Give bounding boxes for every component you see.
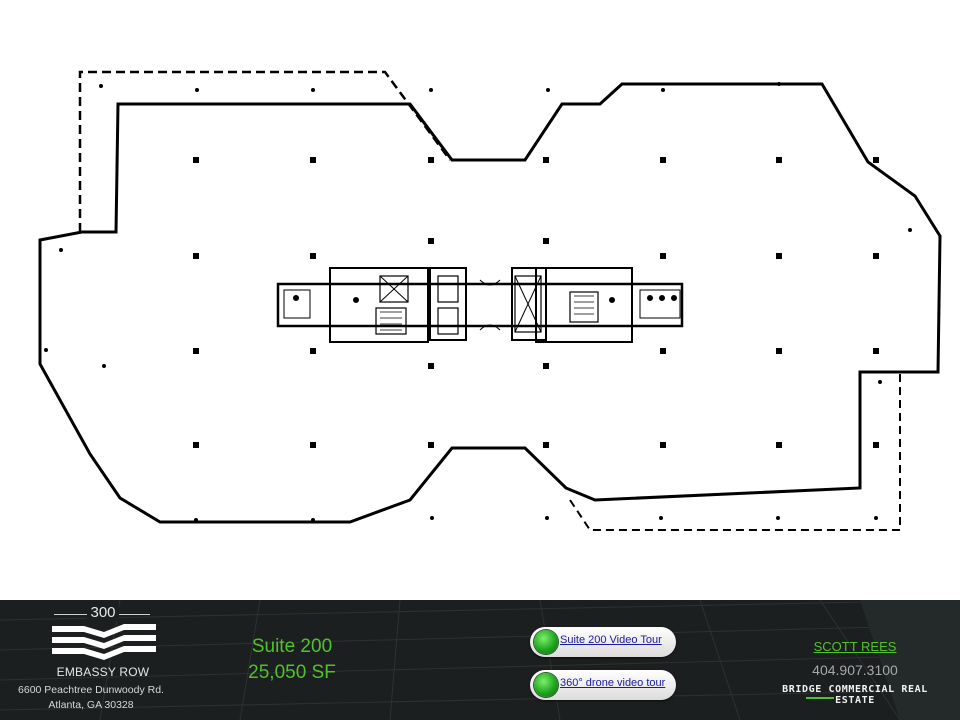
wave-stripes-logo-icon: [52, 624, 156, 660]
floor-plan-core: [276, 267, 684, 343]
column-marker-small: [195, 88, 199, 92]
column-marker-small: [102, 364, 106, 368]
column-marker: [776, 157, 782, 163]
column-marker: [310, 442, 316, 448]
column-marker-small: [659, 516, 663, 520]
video-tour-button[interactable]: Suite 200 Video Tour: [530, 627, 676, 657]
column-marker: [873, 157, 879, 163]
column-marker-small: [194, 518, 198, 522]
column-marker: [428, 442, 434, 448]
column-marker: [193, 157, 199, 163]
column-marker: [873, 442, 879, 448]
column-marker-small: [430, 516, 434, 520]
column-marker-small: [874, 516, 878, 520]
column-marker: [310, 157, 316, 163]
company-accent-line: [806, 697, 834, 699]
column-marker: [873, 348, 879, 354]
column-marker: [428, 157, 434, 163]
floor-plan-drawing: [38, 70, 942, 531]
contact-phone: 404.907.3100: [812, 662, 898, 678]
floor-plan-dashed-boundary-lower: [569, 372, 901, 531]
column-marker: [310, 348, 316, 354]
column-marker: [776, 253, 782, 259]
suite-info: Suite 200 25,050 SF: [222, 634, 362, 686]
drone-tour-link[interactable]: 360° drone video tour: [560, 677, 666, 689]
building-name: EMBASSY ROW: [56, 665, 150, 679]
column-marker-small: [311, 518, 315, 522]
column-marker: [660, 442, 666, 448]
column-marker-small: [546, 88, 550, 92]
floor-plan-dashed-boundary: [78, 70, 452, 232]
column-marker-small: [44, 348, 48, 352]
floor-plan-outline: [38, 82, 942, 524]
column-marker-small: [99, 84, 103, 88]
column-marker: [543, 363, 549, 369]
green-orb-icon: [534, 673, 558, 697]
green-orb-icon: [534, 630, 558, 654]
column-marker: [873, 253, 879, 259]
column-marker: [543, 238, 549, 244]
column-marker-small: [777, 82, 781, 86]
column-marker: [193, 348, 199, 354]
column-marker: [543, 157, 549, 163]
column-marker-small: [59, 248, 63, 252]
column-marker: [543, 442, 549, 448]
address-line-2: Atlanta, GA 30328: [48, 699, 134, 711]
column-marker: [660, 348, 666, 354]
column-marker-small: [545, 516, 549, 520]
column-marker: [776, 348, 782, 354]
column-marker: [428, 238, 434, 244]
column-marker-small: [878, 380, 882, 384]
company-name: BRIDGE COMMERCIAL REAL ESTATE: [782, 684, 928, 706]
building-logo: 300 EMBASSY ROW: [28, 604, 178, 716]
column-marker: [428, 363, 434, 369]
column-marker: [193, 442, 199, 448]
logo-number: 300: [28, 604, 178, 621]
column-marker: [660, 157, 666, 163]
video-tour-link[interactable]: Suite 200 Video Tour: [560, 634, 662, 646]
column-marker-small: [908, 228, 912, 232]
column-marker: [310, 253, 316, 259]
floor-plan: [38, 70, 942, 531]
floor-plan-columns: [44, 82, 912, 522]
footer-background-building: [0, 600, 960, 720]
drone-tour-button[interactable]: 360° drone video tour: [530, 670, 676, 700]
suite-name: Suite 200: [251, 636, 333, 657]
contact-name-link[interactable]: SCOTT REES: [813, 639, 897, 654]
column-marker-small: [429, 88, 433, 92]
address-line-1: 6600 Peachtree Dunwoody Rd.: [18, 684, 164, 696]
column-marker: [776, 442, 782, 448]
column-marker-small: [661, 88, 665, 92]
column-marker-small: [311, 88, 315, 92]
column-marker: [660, 253, 666, 259]
footer-bar: [0, 600, 960, 720]
column-marker-small: [776, 516, 780, 520]
column-marker: [193, 253, 199, 259]
suite-size: 25,050 SF: [248, 662, 336, 683]
